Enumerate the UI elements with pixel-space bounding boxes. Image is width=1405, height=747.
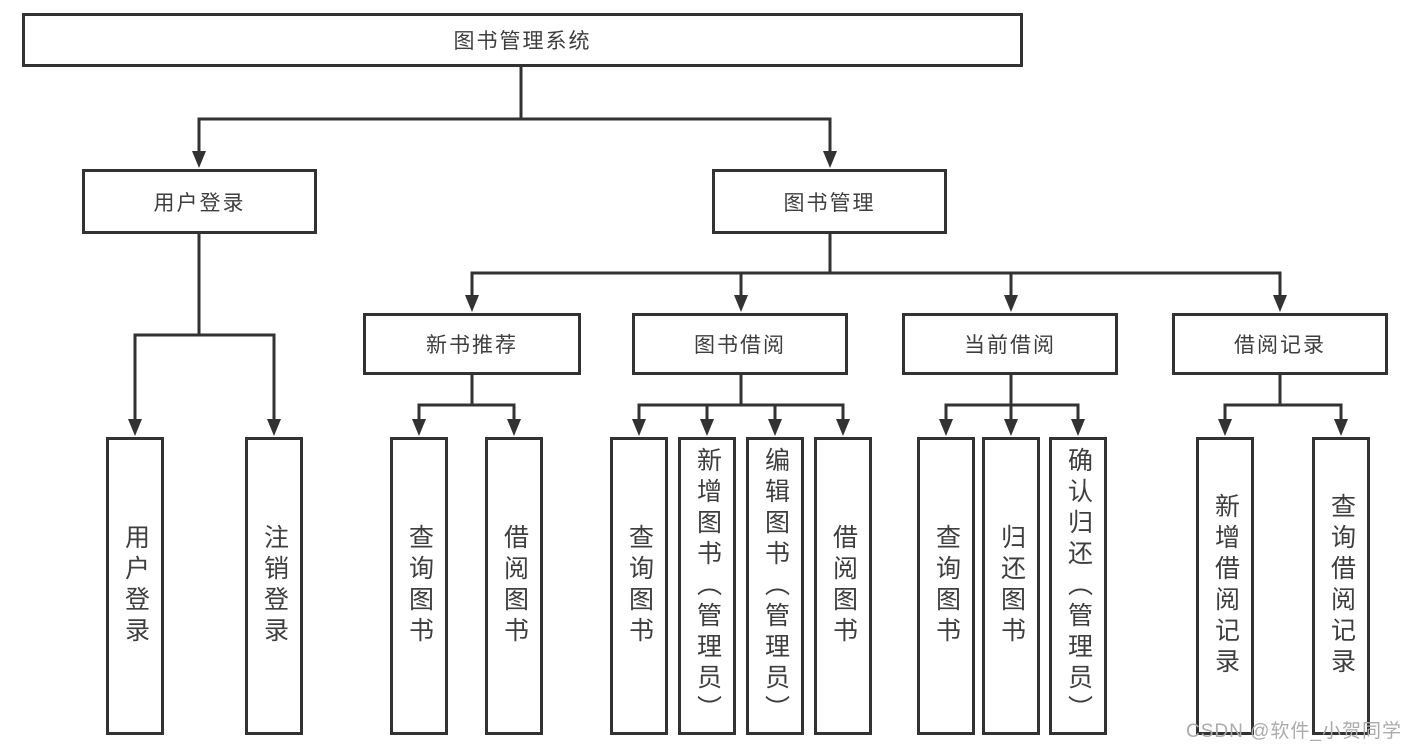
leaf-query-books-recommend: 查询图书	[390, 437, 448, 735]
node-label: 借阅图书	[500, 524, 529, 648]
node-label: 查询借阅记录	[1327, 493, 1356, 679]
node-label: 新增图书（管理员）	[693, 446, 722, 726]
node-label: 查询图书	[625, 524, 654, 648]
connector-recommend-children	[412, 375, 521, 436]
node-label: 编辑图书（管理员）	[761, 446, 790, 726]
connector-current-borrowing-children	[939, 375, 1085, 436]
leaf-add-borrow-record: 新增借阅记录	[1196, 437, 1254, 735]
node-label: 借阅图书	[829, 524, 858, 648]
connector-records-children	[1218, 375, 1348, 436]
leaf-user-login: 用户登录	[106, 437, 164, 735]
connector-book-management-children	[465, 234, 1287, 312]
node-label: 当前借阅	[964, 334, 1056, 357]
leaf-add-books-admin: 新增图书（管理员）	[678, 437, 736, 735]
leaf-logout: 注销登录	[245, 437, 303, 735]
node-borrowing-records: 借阅记录	[1172, 313, 1388, 375]
leaf-return-books: 归还图书	[982, 437, 1040, 735]
leaf-edit-books-admin: 编辑图书（管理员）	[746, 437, 804, 735]
node-label: 注销登录	[260, 524, 289, 648]
connector-borrowing-children	[632, 375, 850, 436]
node-label: 新增借阅记录	[1211, 493, 1240, 679]
node-book-management: 图书管理	[712, 169, 947, 234]
node-label: 查询图书	[405, 524, 434, 648]
leaf-query-borrow-record: 查询借阅记录	[1312, 437, 1370, 735]
node-user-login: 用户登录	[82, 169, 317, 234]
csdn-watermark: CSDN @软件_小贺同学	[1186, 721, 1402, 742]
node-label: 确认归还（管理员）	[1064, 446, 1093, 726]
node-label: 借阅记录	[1234, 334, 1326, 357]
leaf-borrow-books-borrowing: 借阅图书	[814, 437, 872, 735]
node-book-borrowing: 图书借阅	[632, 313, 848, 375]
node-library-management-system: 图书管理系统	[22, 13, 1023, 67]
leaf-borrow-books-recommend: 借阅图书	[485, 437, 543, 735]
leaf-confirm-return-admin: 确认归还（管理员）	[1049, 437, 1107, 735]
node-label: 用户登录	[121, 524, 150, 648]
leaf-query-books-borrowing: 查询图书	[610, 437, 668, 735]
node-label: 查询图书	[932, 524, 961, 648]
node-label: 用户登录	[153, 191, 246, 215]
node-label: 图书借阅	[694, 334, 786, 357]
node-label: 新书推荐	[426, 334, 518, 357]
node-label: 归还图书	[997, 524, 1026, 648]
leaf-query-books-current: 查询图书	[917, 437, 975, 735]
node-label: 图书管理系统	[453, 30, 592, 53]
connector-root-to-level2	[192, 66, 837, 168]
node-label: 图书管理	[783, 191, 876, 215]
connector-user-login-children	[128, 234, 281, 436]
node-current-borrowing: 当前借阅	[902, 313, 1118, 375]
node-new-book-recommend: 新书推荐	[363, 313, 581, 375]
